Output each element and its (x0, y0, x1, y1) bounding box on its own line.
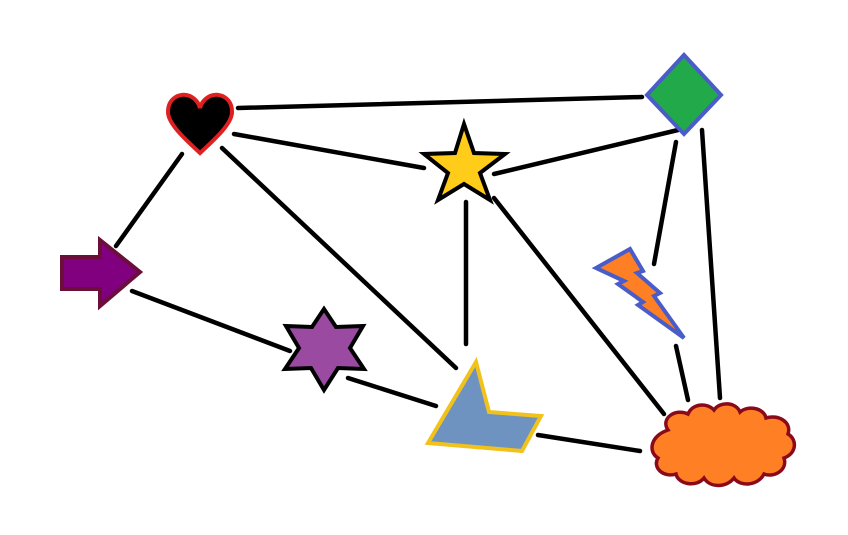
nodes-group (60, 52, 797, 488)
edge-arrow-hexagram (129, 288, 293, 354)
arrow-icon (60, 235, 144, 311)
edge-star-cloud (491, 195, 667, 417)
edge-heart-diamond (235, 94, 645, 111)
heart-icon (165, 92, 235, 156)
edges-group (113, 94, 723, 454)
edge-heart-arrow (113, 151, 185, 249)
edge-heart-chevron (219, 145, 459, 371)
chevron-icon (424, 356, 545, 454)
star-icon (418, 117, 511, 205)
lightning-icon (591, 246, 686, 340)
edge-diamond-lightning (651, 139, 679, 267)
edge-diamond-cloud (699, 127, 723, 401)
edge-star-diamond (491, 127, 681, 177)
edge-lightning-cloud (673, 343, 691, 403)
cloud-icon (650, 402, 797, 488)
edge-chevron-cloud (535, 432, 643, 454)
edge-heart-star (231, 131, 427, 171)
diamond-icon (644, 52, 724, 137)
edge-hexagram-chevron (345, 375, 439, 409)
hexagram-icon (281, 305, 368, 394)
